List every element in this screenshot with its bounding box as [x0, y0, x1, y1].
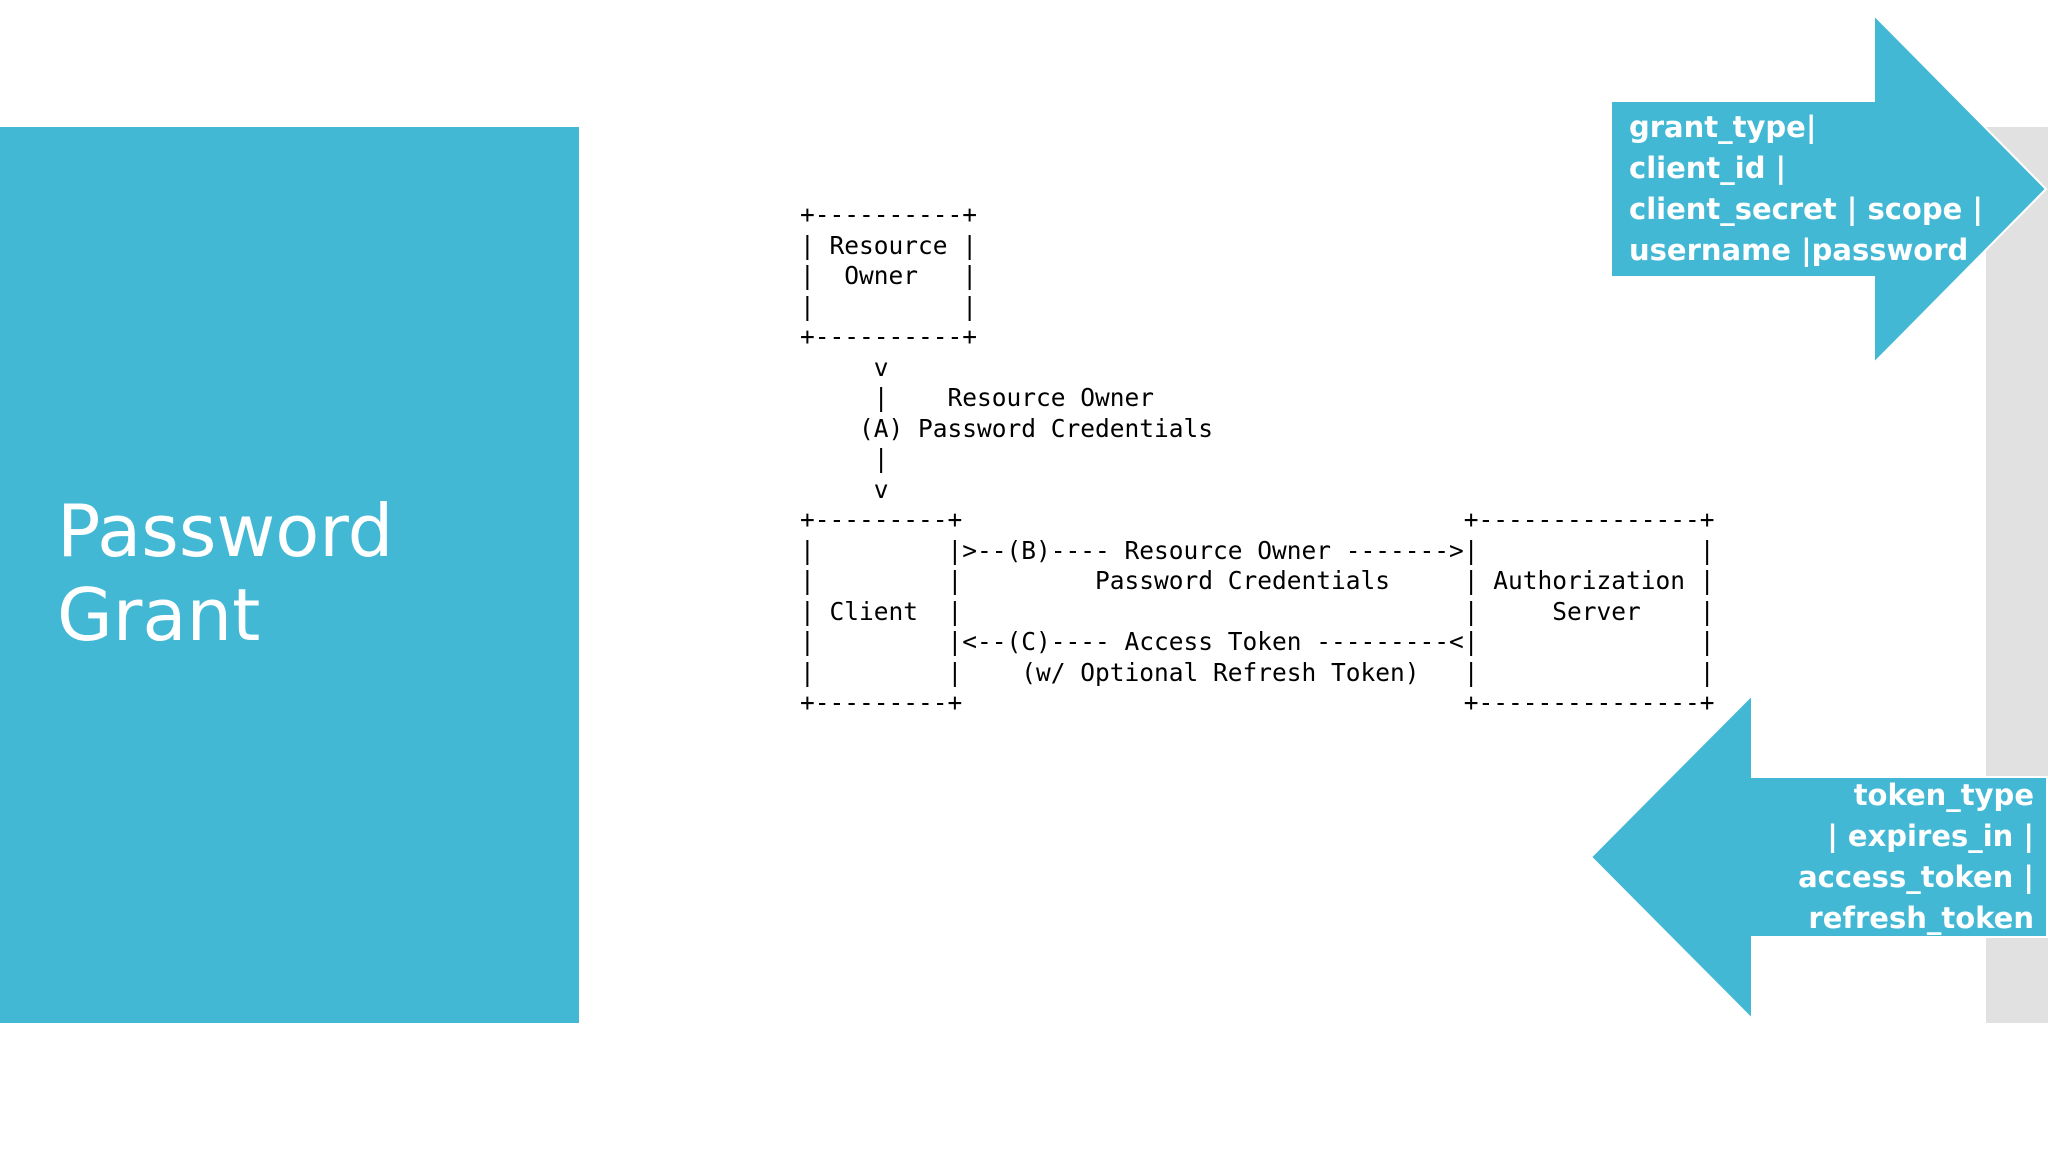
response-params: token_type | expires_in | access_token |… [1700, 775, 2034, 939]
slide-title-line-2: Grant [57, 573, 261, 657]
request-param-line: grant_type| [1629, 110, 1817, 144]
request-params: grant_type| client_id | client_secret | … [1629, 107, 1983, 271]
response-param-line: token_type [1853, 778, 2034, 812]
response-param-line: refresh_token [1808, 901, 2034, 935]
password-grant-flow-diagram: +----------+ | Resource | | Owner | | | … [800, 200, 1715, 717]
request-param-line: client_id | [1629, 151, 1787, 185]
slide-title-line-1: Password [57, 489, 394, 573]
right-arrow-icon [1610, 14, 2048, 364]
response-param-line: | expires_in | [1827, 819, 2034, 853]
response-arrow [1589, 694, 2048, 1020]
request-arrow [1610, 14, 2048, 364]
request-param-line: client_secret | scope | [1629, 192, 1983, 226]
response-param-line: access_token | [1798, 860, 2034, 894]
title-panel: Password Grant [0, 127, 579, 1023]
left-arrow-icon [1589, 694, 2048, 1020]
request-param-line: username |password [1629, 233, 1969, 267]
